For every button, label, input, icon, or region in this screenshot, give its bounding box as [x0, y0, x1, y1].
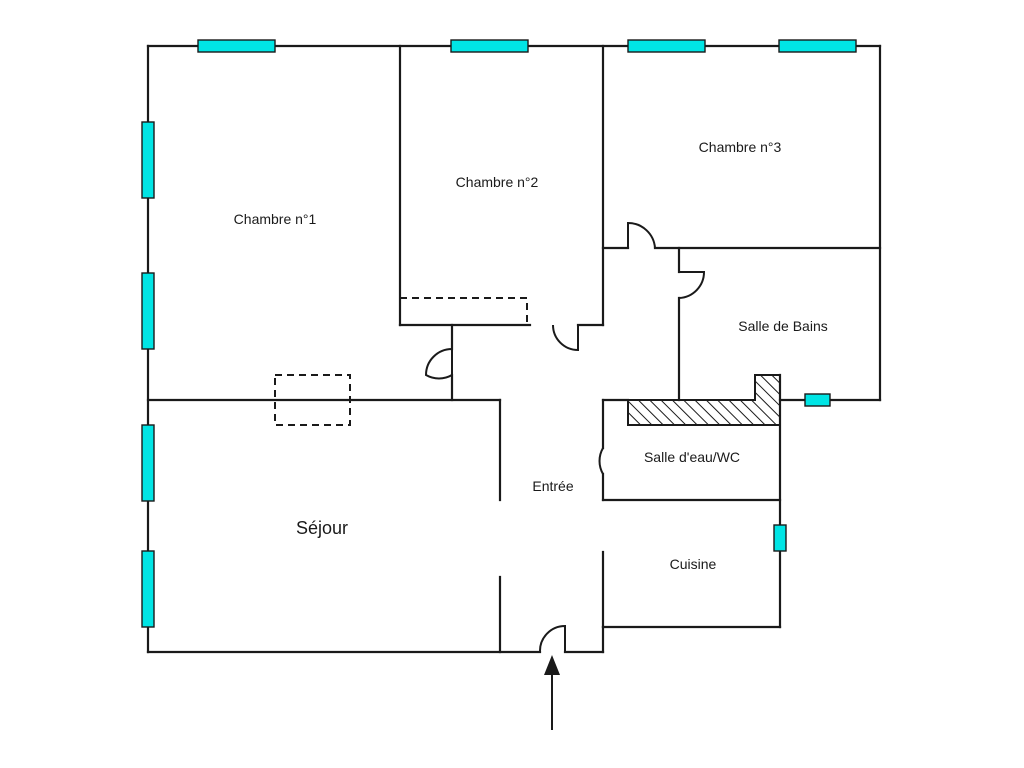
- closet-dashed: [400, 297, 528, 325]
- label-chambre2: Chambre n°2: [456, 174, 539, 190]
- window-top-2: [450, 39, 529, 53]
- label-entree: Entrée: [532, 478, 573, 494]
- window-left-1: [141, 121, 155, 199]
- label-salle-de-bains: Salle de Bains: [738, 318, 828, 334]
- window-sdb: [804, 393, 831, 407]
- window-cuisine: [773, 524, 787, 552]
- window-left-4: [141, 550, 155, 628]
- label-chambre1: Chambre n°1: [234, 211, 317, 227]
- window-top-4: [778, 39, 857, 53]
- door-chambre3: [627, 221, 656, 249]
- doors: [424, 221, 706, 653]
- label-salle-eau-wc: Salle d'eau/WC: [644, 449, 740, 465]
- door-salle-de-bains: [678, 271, 706, 299]
- label-sejour: Séjour: [296, 518, 348, 538]
- walls: [146, 44, 882, 654]
- label-chambre3: Chambre n°3: [699, 139, 782, 155]
- window-top-3: [627, 39, 706, 53]
- window-top-1: [197, 39, 276, 53]
- windows: [141, 39, 857, 628]
- door-entrance: [538, 624, 566, 653]
- door-salle-eau: [598, 447, 604, 475]
- door-chambre1: [424, 348, 453, 380]
- cupboard-dashed: [274, 374, 351, 426]
- hatched-bathtub-icon: [627, 374, 781, 426]
- window-left-2: [141, 272, 155, 350]
- label-cuisine: Cuisine: [670, 556, 717, 572]
- arrow-up-icon: [544, 655, 560, 730]
- door-chambre2: [552, 324, 579, 352]
- window-left-3: [141, 424, 155, 502]
